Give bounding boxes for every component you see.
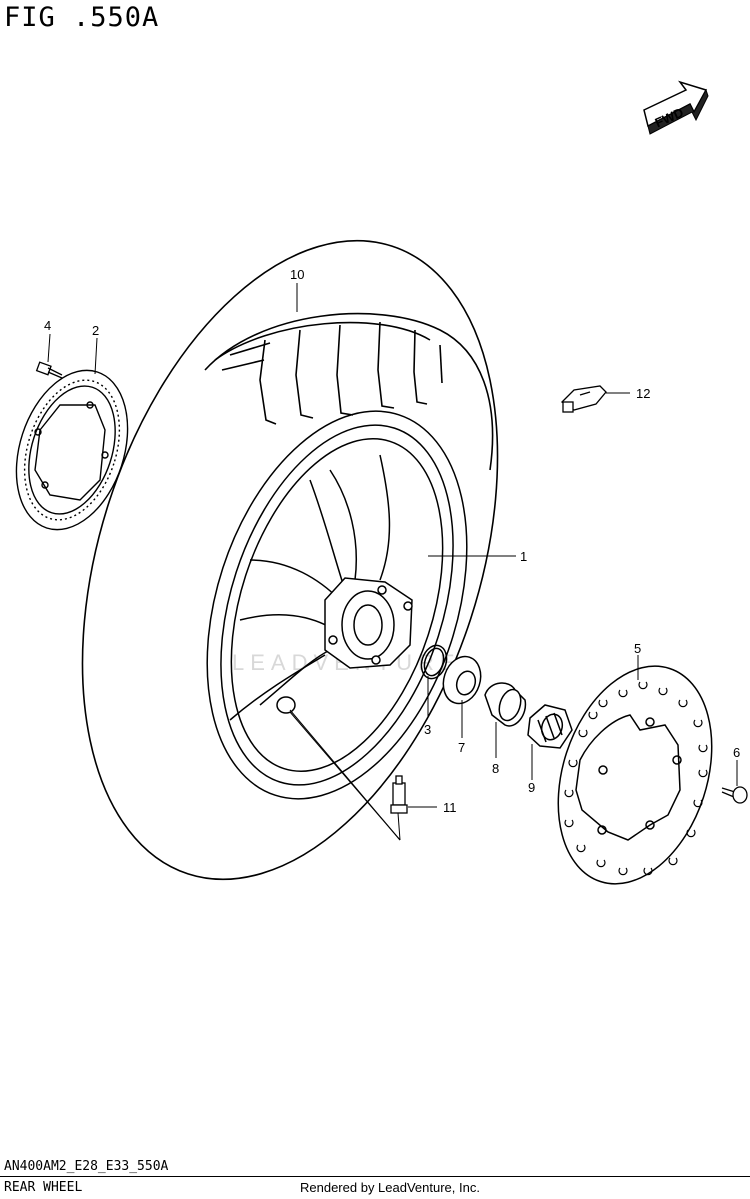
disc-bolt-icon: [721, 786, 748, 804]
tire-valve-icon: [390, 775, 408, 814]
fwd-arrow-icon: FWD: [643, 80, 709, 135]
callout-7: 7: [458, 740, 465, 755]
callout-5: 5: [634, 641, 641, 656]
brake-disc: [557, 665, 713, 885]
o-ring: [420, 644, 448, 680]
callout-3: 3: [424, 722, 431, 737]
tire: [81, 239, 499, 881]
callout-8: 8: [492, 761, 499, 776]
callout-6: 6: [733, 745, 740, 760]
figure-title: FIG .550A: [4, 2, 160, 33]
bolt-icon: [35, 361, 63, 379]
callout-11: 11: [443, 800, 457, 815]
wheel-rim: [206, 410, 468, 800]
pressure-sensor-icon: [560, 385, 607, 413]
sensor-rotor-ring: [15, 369, 129, 531]
footer-divider: [0, 1176, 750, 1177]
leader-lines: [47, 283, 738, 841]
callout-4: 4: [44, 318, 51, 333]
wheel-hub: [324, 577, 413, 669]
spacer: [442, 655, 482, 705]
callout-10: 10: [290, 267, 304, 282]
axle-nut: [527, 704, 573, 749]
figure-name: REAR WHEEL: [4, 1180, 83, 1195]
callout-2: 2: [92, 323, 99, 338]
callout-9: 9: [528, 780, 535, 795]
bushing: [484, 682, 527, 727]
callout-12: 12: [636, 386, 650, 401]
callout-1: 1: [520, 549, 527, 564]
figure-code: AN400AM2_E28_E33_550A: [4, 1159, 169, 1174]
rendered-by: Rendered by LeadVenture, Inc.: [300, 1180, 480, 1195]
